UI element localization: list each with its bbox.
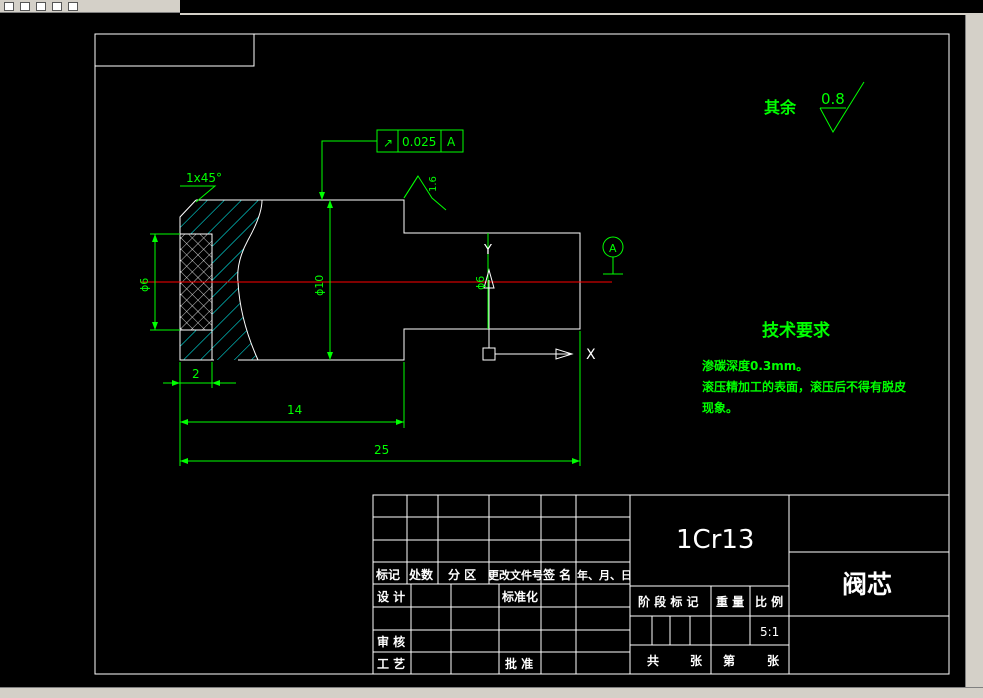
th-sign: 签 名 <box>542 567 571 582</box>
dim-14: 14 <box>287 403 302 417</box>
tool-icon[interactable] <box>20 1 30 11</box>
vertical-scrollbar[interactable] <box>965 15 983 687</box>
arrowheads <box>152 192 580 464</box>
tool-icon[interactable] <box>36 1 46 11</box>
axis-x-label: X <box>586 347 596 363</box>
tb-sheets: 张 <box>690 653 703 668</box>
corner-box <box>95 34 255 67</box>
dimensions <box>150 81 865 466</box>
tb-stage: 阶 段 标 记 <box>638 594 699 609</box>
tb-scale-value: 5:1 <box>760 625 779 639</box>
tech-line2: 滚压精加工的表面，滚压后不得有脱皮 <box>702 379 906 394</box>
tech-title: 技术要求 <box>762 320 830 341</box>
dia-right-label: ϕ6 <box>474 276 487 290</box>
th-date: 年、月、日 <box>577 568 632 582</box>
cad-drawing-canvas[interactable]: 其余 0.8 ↗ 0.025 A 1x45° 1.6 ϕ6 ϕ10 ϕ6 A 2… <box>0 0 964 687</box>
tb-total: 共 <box>647 653 659 668</box>
tb-design: 设 计 <box>377 589 405 604</box>
tool-icon[interactable] <box>68 1 78 11</box>
tech-line3: 现象。 <box>702 400 738 415</box>
toolbar-divider <box>180 13 983 15</box>
th-mark: 标记 <box>375 567 400 582</box>
tb-sheets2: 张 <box>767 653 780 668</box>
ucs-icon <box>482 268 574 361</box>
dim-2: 2 <box>192 367 200 381</box>
tb-sheet-no: 第 <box>723 653 735 668</box>
datum-label: A <box>609 242 617 255</box>
tb-approve: 批 准 <box>505 656 533 671</box>
dia-small-label: ϕ6 <box>138 278 151 292</box>
cad-toolbar <box>0 0 180 13</box>
title-block <box>372 494 950 675</box>
tb-standard: 标准化 <box>501 589 538 604</box>
th-count: 处数 <box>408 567 434 582</box>
th-docno: 更改文件号 <box>488 568 543 582</box>
tb-weight: 重 量 <box>716 594 744 609</box>
part-name-label: 阀芯 <box>842 570 892 599</box>
tb-scale-label: 比 例 <box>755 594 783 609</box>
gdt-datum: A <box>447 135 456 149</box>
tool-icon[interactable] <box>4 1 14 11</box>
gdt-tolerance: 0.025 <box>402 135 436 149</box>
part-section <box>140 199 612 361</box>
tool-icon[interactable] <box>52 1 62 11</box>
dim-25: 25 <box>374 443 389 457</box>
tech-line1: 渗碳深度0.3mm。 <box>702 358 808 373</box>
local-roughness: 1.6 <box>428 176 439 192</box>
surface-finish-note: 其余 <box>764 98 797 117</box>
axis-y-label: Y <box>483 243 492 258</box>
material-label: 1Cr13 <box>676 525 754 555</box>
dia-large-label: ϕ10 <box>313 275 326 296</box>
tb-review: 审 核 <box>377 634 405 649</box>
th-zone: 分 区 <box>448 567 476 582</box>
surface-finish-value: 0.8 <box>821 90 845 108</box>
chamfer-label: 1x45° <box>186 171 222 185</box>
gdt-symbol: ↗ <box>383 136 393 150</box>
horizontal-scrollbar[interactable] <box>0 687 983 698</box>
tb-process: 工 艺 <box>377 656 405 671</box>
